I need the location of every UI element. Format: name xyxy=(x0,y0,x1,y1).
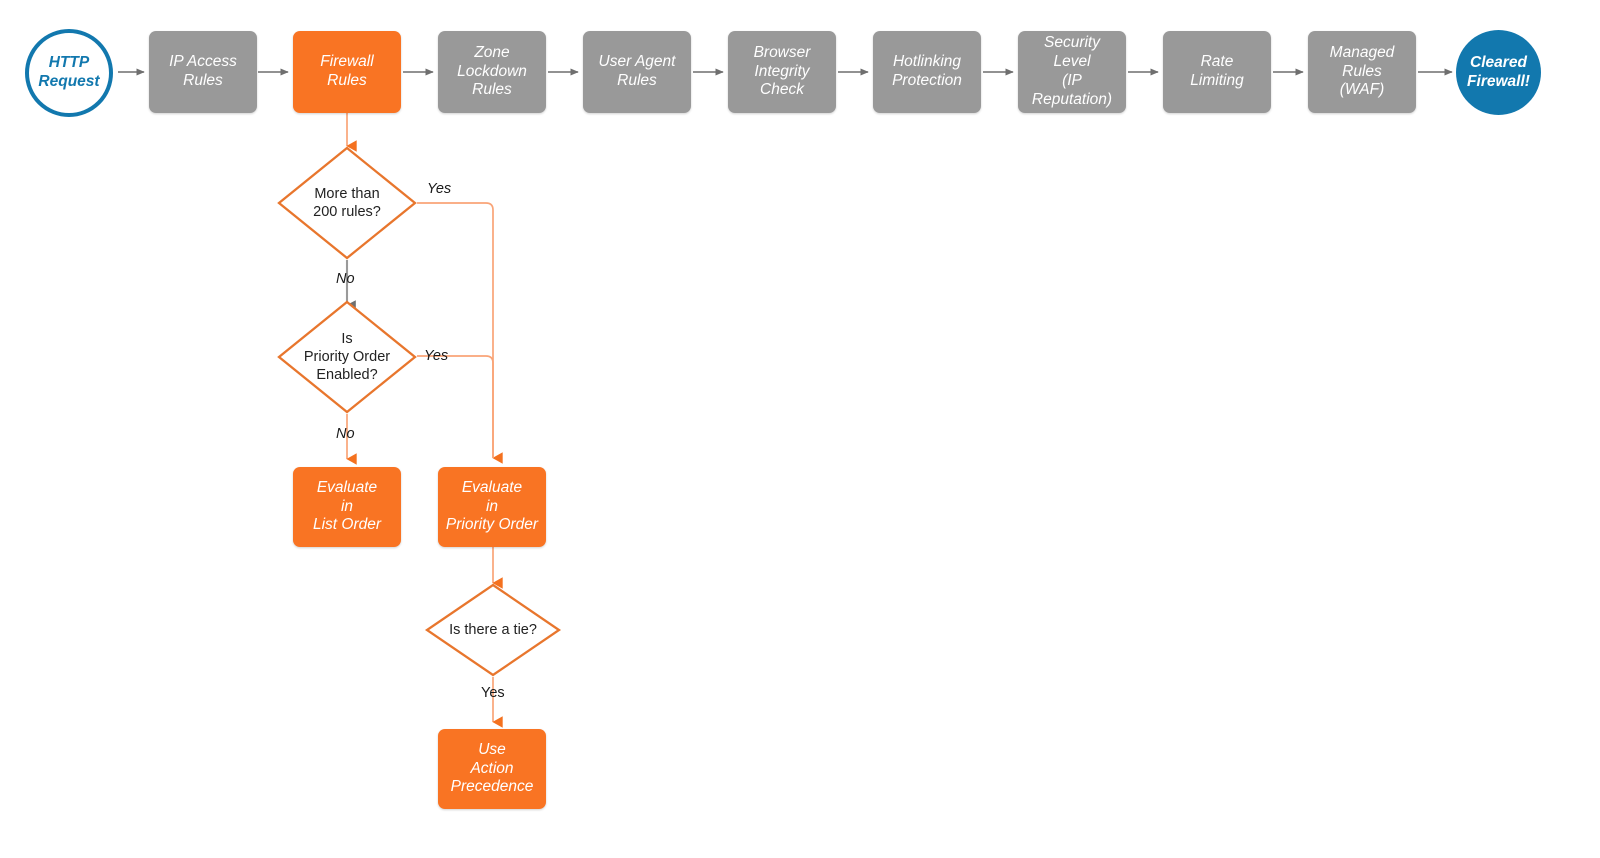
node-http-request-label: HTTP Request xyxy=(38,54,100,90)
node-browser-integrity-check-label: Browser Integrity Check xyxy=(753,43,811,99)
node-ip-access-rules-label: IP Access Rules xyxy=(169,53,237,89)
node-decision-more-than-200-rules-label: More than 200 rules? xyxy=(313,185,381,220)
node-decision-is-there-a-tie-label: Is there a tie? xyxy=(449,621,537,638)
node-use-action-precedence[interactable]: Use Action Precedence xyxy=(438,729,546,809)
node-user-agent-rules-label: User Agent Rules xyxy=(598,53,676,89)
diamond-shape-is-priority-order-enabled xyxy=(277,300,417,414)
node-managed-rules-waf-label: Managed Rules (WAF) xyxy=(1329,43,1395,99)
node-browser-integrity-check[interactable]: Browser Integrity Check xyxy=(728,31,836,113)
edge-rules-yes-to-priority-order xyxy=(417,202,503,464)
node-evaluate-in-list-order[interactable]: Evaluate in List Order xyxy=(293,467,401,547)
node-ip-access-rules[interactable]: IP Access Rules xyxy=(149,31,257,113)
edge-priority-yes-to-priority-order xyxy=(417,355,494,458)
node-rate-limiting-label: Rate Limiting xyxy=(1190,53,1244,89)
node-firewall-rules[interactable]: Firewall Rules xyxy=(293,31,401,113)
edge-label-rules-no: No xyxy=(336,271,355,287)
edge-label-tie-yes: Yes xyxy=(481,685,505,701)
node-cleared-firewall-label: Cleared Firewall! xyxy=(1467,53,1530,90)
node-use-action-precedence-label: Use Action Precedence xyxy=(450,740,534,796)
node-decision-more-than-200-rules[interactable]: More than 200 rules? xyxy=(277,146,417,260)
edge-label-rules-yes: Yes xyxy=(427,181,452,197)
node-http-request[interactable]: HTTP Request xyxy=(25,29,113,117)
diamond-shape-more-than-200-rules xyxy=(277,146,417,260)
edge-label-priority-no: No xyxy=(336,426,355,442)
node-user-agent-rules[interactable]: User Agent Rules xyxy=(583,31,691,113)
node-zone-lockdown-rules-label: Zone Lockdown Rules xyxy=(457,43,527,99)
node-cleared-firewall[interactable]: Cleared Firewall! xyxy=(1456,30,1541,115)
node-security-level-label: Security Level (IP Reputation) xyxy=(1031,34,1113,108)
node-evaluate-in-priority-order-label: Evaluate in Priority Order xyxy=(445,478,539,534)
node-rate-limiting[interactable]: Rate Limiting xyxy=(1163,31,1271,113)
node-managed-rules-waf[interactable]: Managed Rules (WAF) xyxy=(1308,31,1416,113)
node-zone-lockdown-rules[interactable]: Zone Lockdown Rules xyxy=(438,31,546,113)
edge-label-priority-yes: Yes xyxy=(424,348,449,364)
node-evaluate-in-priority-order[interactable]: Evaluate in Priority Order xyxy=(438,467,546,547)
node-decision-is-there-a-tie[interactable]: Is there a tie? xyxy=(424,583,562,677)
node-hotlinking-protection-label: Hotlinking Protection xyxy=(892,53,962,89)
diamond-shape-is-there-a-tie xyxy=(424,583,562,677)
node-evaluate-in-list-order-label: Evaluate in List Order xyxy=(312,478,382,534)
node-decision-is-priority-order-enabled[interactable]: Is Priority Order Enabled? xyxy=(277,300,417,414)
node-hotlinking-protection[interactable]: Hotlinking Protection xyxy=(873,31,981,113)
node-decision-is-priority-order-enabled-label: Is Priority Order Enabled? xyxy=(303,330,391,384)
node-security-level[interactable]: Security Level (IP Reputation) xyxy=(1018,31,1126,113)
node-firewall-rules-label: Firewall Rules xyxy=(320,53,374,89)
